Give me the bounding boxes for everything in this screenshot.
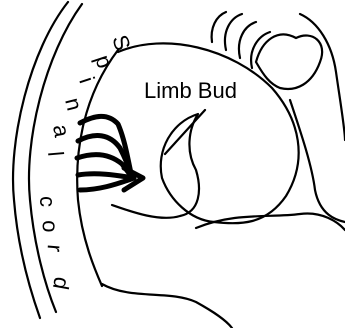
fold-1: [212, 12, 226, 42]
spinal-nerve-4: [78, 174, 134, 178]
fold-3: [239, 22, 256, 58]
spinal-cord-letter: a: [48, 123, 75, 140]
spinal-cord-letter: n: [60, 95, 87, 113]
body-right-curve: [196, 213, 345, 230]
head-folds: [212, 12, 345, 140]
body-lower-curve: [102, 284, 232, 328]
spinal-cord-letter: r: [42, 244, 68, 253]
spinal-cord-letter: l: [43, 150, 68, 157]
spinal-cord-letter: d: [48, 275, 75, 291]
spinal-cord-letter: c: [35, 196, 60, 207]
spinal-nerves: [77, 116, 143, 190]
head-back-curve: [300, 14, 345, 140]
limb-bud-outline: [112, 43, 299, 223]
spinal-cord-outer-edge: [13, 2, 68, 318]
spinal-cord-letter: i: [74, 74, 99, 86]
spinal-cord-right-edge: [77, 50, 118, 286]
limb-bud-label: Limb Bud: [144, 78, 237, 103]
spinal-cord-letter: S: [107, 32, 135, 54]
spinal-cord-letter: o: [38, 220, 63, 233]
spinal-cord-inner-edge: [29, 4, 82, 312]
spinal-cord-letter: p: [90, 52, 118, 71]
